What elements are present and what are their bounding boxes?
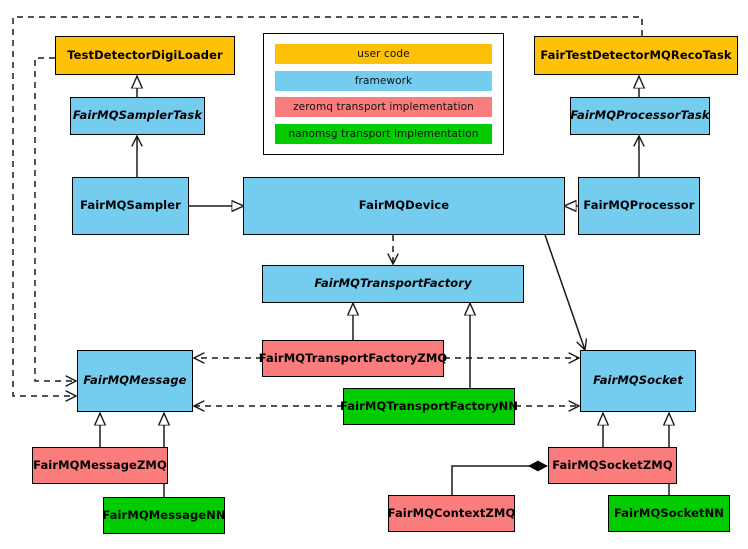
class-node-fairmqsampler[interactable]: FairMQSampler: [72, 177, 189, 235]
class-node-fairmqdevice[interactable]: FairMQDevice: [243, 177, 565, 235]
legend-item-nanomsg: nanomsg transport implementation: [275, 123, 492, 144]
legend-item-user-code: user code: [275, 44, 492, 64]
class-node-fairmqprocessortask[interactable]: FairMQProcessorTask: [570, 97, 710, 135]
class-node-fairmqprocessor[interactable]: FairMQProcessor: [578, 177, 700, 235]
class-node-fairmqtransportfactoryzmq[interactable]: FairMQTransportFactoryZMQ: [259, 340, 447, 377]
class-node-fairmqcontextzmq[interactable]: FairMQContextZMQ: [388, 495, 515, 532]
class-node-fairmqmessage[interactable]: FairMQMessage: [77, 350, 193, 412]
legend: user code framework zeromq transport imp…: [263, 33, 504, 155]
class-node-fairmqmessagenn[interactable]: FairMQMessageNN: [102, 497, 226, 534]
class-node-fairmqsocketnn[interactable]: FairMQSocketNN: [608, 495, 730, 532]
class-node-fairmqtransportfactory[interactable]: FairMQTransportFactory: [262, 265, 524, 303]
class-node-fairtestdetectormqrecotask[interactable]: FairTestDetectorMQRecoTask: [534, 36, 738, 75]
edge-device-to-socket: [544, 234, 588, 352]
legend-item-framework: framework: [275, 70, 492, 91]
class-node-fairmqsocketzmq[interactable]: FairMQSocketZMQ: [548, 447, 677, 484]
class-node-fairmqtransportfactorynn[interactable]: FairMQTransportFactoryNN: [340, 388, 518, 425]
legend-item-zeromq: zeromq transport implementation: [275, 97, 492, 118]
class-node-testdetectordigiloader[interactable]: TestDetectorDigiLoader: [55, 36, 235, 75]
edge-contextzmq-to-socketzmq: [451, 466, 547, 495]
class-node-fairmqsocket[interactable]: FairMQSocket: [580, 350, 696, 412]
class-node-fairmqmessagezmq[interactable]: FairMQMessageZMQ: [32, 447, 168, 484]
class-node-fairmqsamplertask[interactable]: FairMQSamplerTask: [70, 97, 205, 135]
